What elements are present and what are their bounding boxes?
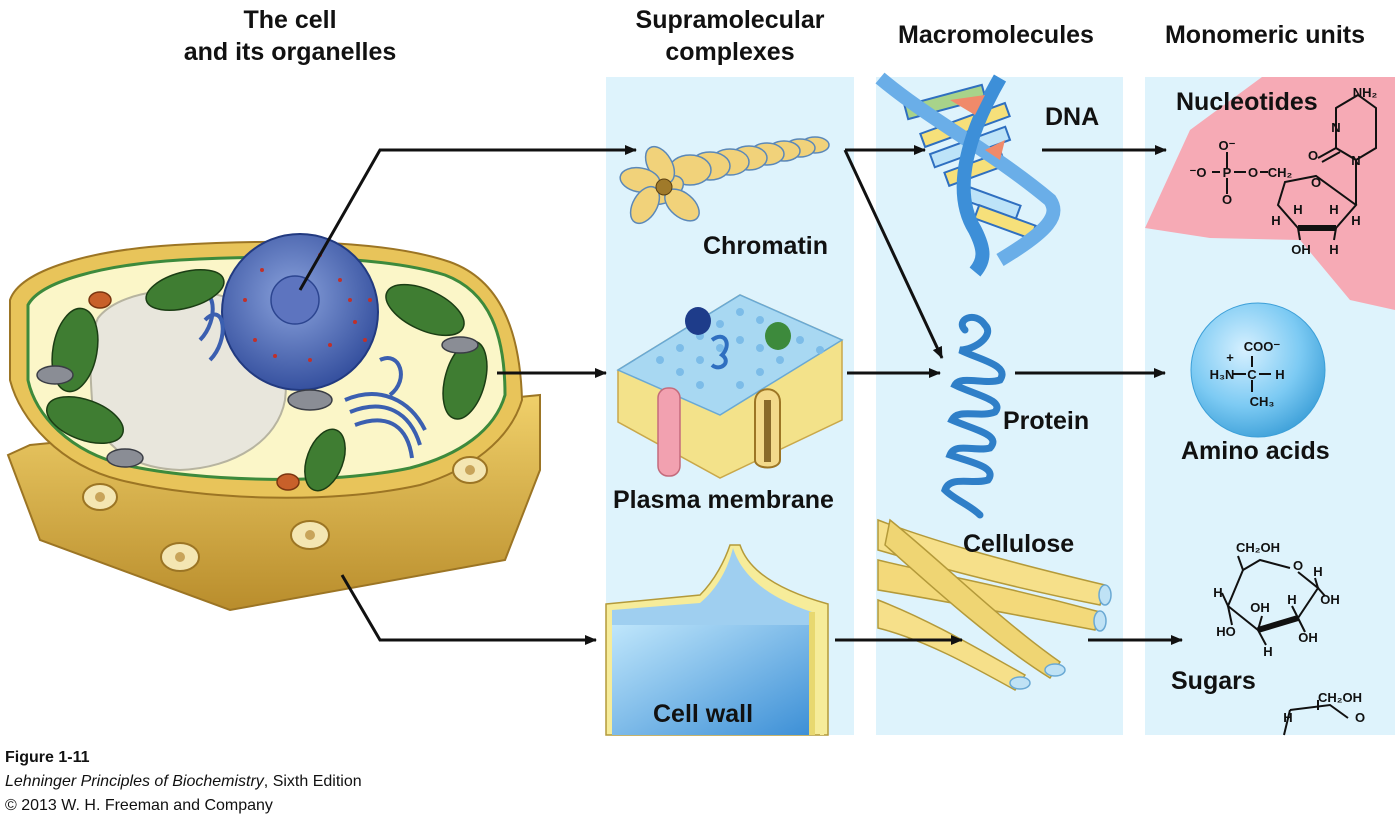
arrow-wall-to-cellwall — [340, 574, 597, 645]
sugar-oh-right: OH — [1320, 592, 1340, 607]
header-supramolecular-line2: complexes — [665, 38, 795, 66]
header-cell-line1: The cell — [243, 6, 337, 34]
header-supramolecular: Supramolecular complexes — [600, 4, 860, 68]
nucleotide-o-minus-top: O⁻ — [1219, 138, 1236, 153]
header-monomeric: Monomeric units — [1138, 19, 1392, 51]
nucleotide-n-ring: N — [1331, 120, 1340, 135]
header-cell-line2: and its organelles — [183, 38, 397, 66]
sugar-h-bottom: H — [1263, 644, 1272, 659]
copyright-line: © 2013 W. H. Freeman and Company — [5, 797, 273, 814]
label-plasma-membrane: Plasma membrane — [613, 486, 834, 514]
header-supramolecular-line1: Supramolecular — [635, 6, 825, 34]
nucleotide-ch2: CH₂ — [1268, 165, 1293, 180]
nucleotide-h-left: H — [1271, 213, 1280, 228]
label-amino-acids: Amino acids — [1181, 437, 1330, 465]
plant-cell-illustration — [6, 233, 541, 612]
cellulose-illustration — [877, 518, 1112, 691]
amino-coo-minus: COO⁻ — [1244, 339, 1281, 354]
label-cellulose: Cellulose — [963, 530, 1075, 558]
nucleotide-ring-o: O — [1311, 175, 1321, 190]
sugar-oh-bottom: OH — [1298, 630, 1318, 645]
sugar-ho-left: HO — [1216, 624, 1236, 639]
label-protein: Protein — [1003, 407, 1090, 435]
label-chromatin: Chromatin — [703, 232, 828, 260]
nucleotide-phosphate-o-minus: ⁻O — [1190, 165, 1207, 180]
book-title: Lehninger Principles of Biochemistry — [5, 773, 264, 790]
amino-c: C — [1247, 367, 1257, 382]
cell-wall-illustration — [605, 544, 829, 736]
label-sugars: Sugars — [1171, 667, 1256, 695]
sugar-ring-o: O — [1293, 558, 1303, 573]
amino-h3n: H₃N — [1210, 367, 1235, 382]
label-cell-wall: Cell wall — [653, 700, 754, 728]
amino-h: H — [1275, 367, 1284, 382]
nucleotide-carbonyl-o: O — [1308, 148, 1318, 163]
nucleotide-nh2: NH₂ — [1353, 85, 1378, 100]
nucleotide-o-bottom: O — [1222, 192, 1232, 207]
nucleotide-p: P — [1223, 165, 1232, 180]
header-macromolecules-text: Macromolecules — [898, 21, 1094, 49]
arrow-chromatin-to-protein — [843, 149, 944, 359]
arrow-nucleus-to-chromatin — [298, 145, 637, 291]
label-dna: DNA — [1045, 103, 1100, 131]
nucleotide-n: N — [1351, 153, 1360, 168]
figure-number: Figure 1-11 — [5, 749, 90, 766]
label-nucleotides: Nucleotides — [1176, 88, 1318, 116]
sugar2-ring-o: O — [1355, 710, 1365, 725]
nucleotide-structure: O⁻ ⁻O P O CH₂ O O OH H H H H H N O N NH₂ — [1145, 77, 1395, 310]
sugar-structure: CH₂OH O H OH H HO OH H H OH CH₂OH O H — [1213, 540, 1365, 736]
header-cell: The cell and its organelles — [140, 4, 440, 68]
amino-plus: + — [1226, 350, 1234, 365]
sugar2-ch2oh: CH₂OH — [1318, 690, 1362, 705]
protein-illustration — [940, 313, 1006, 519]
sugar-oh-inner: OH — [1250, 600, 1270, 615]
amino-ch3: CH₃ — [1250, 394, 1275, 409]
book-edition: , Sixth Edition — [263, 773, 362, 790]
sugar-h-left: H — [1213, 585, 1222, 600]
amino-acid-structure: COO⁻ H₃N + C H CH₃ — [1190, 302, 1326, 438]
dna-helix-illustration — [875, 72, 1061, 277]
sugar-h-inner: H — [1287, 592, 1296, 607]
nucleotide-h-inner-right: H — [1329, 202, 1338, 217]
arrows — [298, 145, 1183, 645]
book-citation: Lehninger Principles of Biochemistry, Si… — [5, 770, 362, 794]
sugar2-h: H — [1283, 710, 1292, 725]
plasma-membrane-illustration — [616, 294, 844, 479]
nucleotide-oh: OH — [1291, 242, 1311, 257]
nucleotide-h-inner-left: H — [1293, 202, 1302, 217]
header-macromolecules: Macromolecules — [866, 19, 1126, 51]
nucleotide-h-bottom: H — [1329, 242, 1338, 257]
nucleotide-o-ester: O — [1248, 165, 1258, 180]
nucleotide-h-right: H — [1351, 213, 1360, 228]
sugar-ch2oh: CH₂OH — [1236, 540, 1280, 555]
sugar-h-top-right: H — [1313, 564, 1322, 579]
chromatin-illustration — [619, 136, 830, 225]
header-monomeric-text: Monomeric units — [1164, 21, 1365, 49]
